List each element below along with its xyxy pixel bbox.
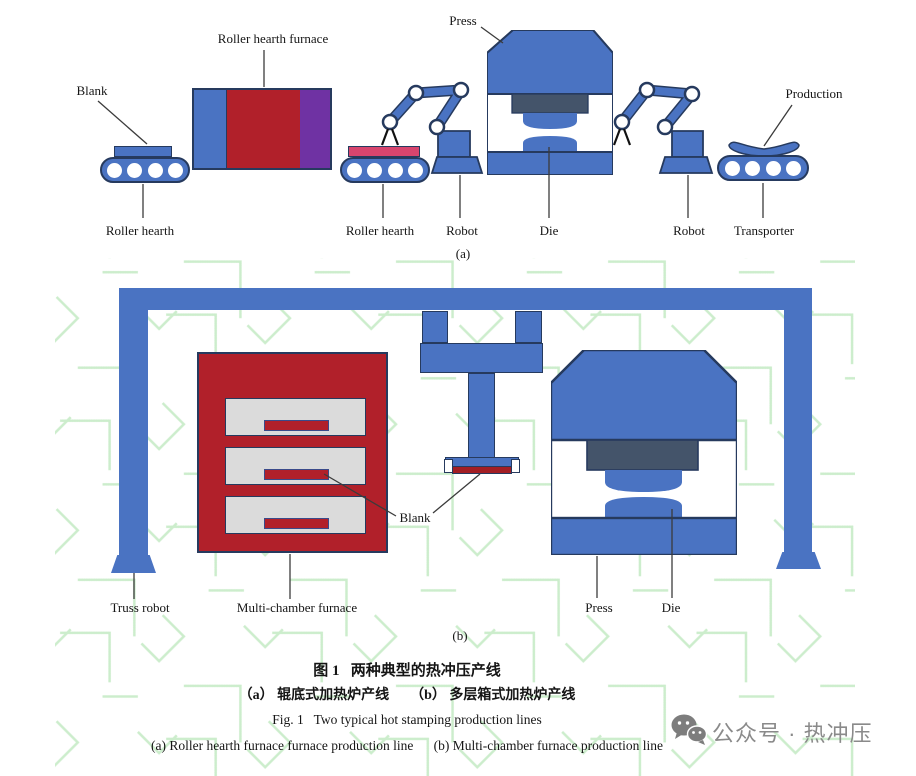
roller-hearth-conveyor-mid [340, 157, 430, 183]
label-press-b: Press [585, 600, 613, 615]
wechat-account-name: 公众号 · 热冲压 [712, 721, 873, 746]
press-bed [551, 516, 737, 555]
press-a [487, 30, 613, 175]
label-blank-b: Blank [399, 510, 431, 525]
upper-die [605, 470, 682, 492]
robot-joint-icons [381, 81, 470, 136]
roller-icon [167, 162, 183, 178]
truss-foot-left [111, 555, 156, 573]
label-robot-right: Robot [673, 223, 705, 238]
roller-icon [347, 162, 363, 178]
lower-die [523, 136, 577, 152]
press-b [551, 350, 737, 555]
truss-rail [119, 288, 812, 310]
label-press-a: Press [449, 13, 477, 28]
roller-icon [107, 162, 123, 178]
roller-icon [127, 162, 143, 178]
blank-sheet-heated [348, 146, 420, 157]
press-bed [487, 151, 613, 175]
label-transporter: Transporter [733, 223, 795, 238]
press-crown [551, 350, 737, 442]
carriage-column [468, 373, 495, 459]
label-roller-hearth-furnace: Roller hearth furnace [217, 31, 329, 46]
gripper-icon [380, 128, 400, 146]
label-die-b: Die [661, 600, 681, 615]
truss-column-right [784, 310, 812, 552]
upper-die-holder [511, 93, 589, 114]
blank-in-chamber [264, 518, 329, 529]
roller-icon [367, 162, 383, 178]
effector-clip-right [511, 459, 520, 473]
furnace-chamber [225, 496, 366, 534]
robot-body [671, 130, 704, 158]
figure-caption-zh-subtitle: （a） 辊底式加热炉产线 （b） 多层箱式加热炉产线 [238, 688, 576, 703]
roller-icon [786, 160, 802, 176]
label-multi-chamber-furnace: Multi-chamber furnace [236, 600, 358, 615]
label-roller-hearth-mid: Roller hearth [345, 223, 415, 238]
robot-joint-icons [613, 81, 701, 136]
carriage-beam [420, 343, 543, 373]
label-production: Production [785, 86, 843, 101]
figure-caption-en-subtitle: (a) Roller hearth furnace furnace produc… [150, 738, 664, 753]
upper-die [523, 113, 577, 129]
blank-in-chamber [264, 420, 329, 431]
robot-arm-left [380, 81, 484, 174]
label-blank-a: Blank [76, 83, 108, 98]
roller-icon [147, 162, 163, 178]
press-crown [487, 30, 613, 95]
wechat-icon [671, 714, 708, 745]
blank-on-effector [452, 466, 512, 474]
robot-body [437, 130, 471, 158]
furnace-entry-zone [194, 90, 226, 168]
upper-die-holder [586, 439, 699, 471]
furnace-chamber [225, 447, 366, 485]
roller-icon [765, 160, 781, 176]
furnace-heating-zone [226, 90, 302, 168]
label-roller-hearth-left: Roller hearth [105, 223, 175, 238]
label-die-a: Die [539, 223, 559, 238]
roller-icon [745, 160, 761, 176]
robot-base [430, 156, 484, 174]
truss-column-left [119, 310, 148, 555]
blank-sheet-cold [114, 146, 172, 157]
label-robot-left: Robot [446, 223, 478, 238]
roller-icon [387, 162, 403, 178]
blank-in-chamber [264, 469, 329, 480]
figure-caption-zh-title: 图 1 两种典型的热冲压产线 [313, 663, 501, 679]
label-truss-robot: Truss robot [110, 600, 170, 615]
roller-icon [724, 160, 740, 176]
carriage-grip-left [422, 311, 448, 343]
roller-hearth-furnace [192, 88, 332, 170]
furnace-exit-zone [300, 90, 330, 168]
transporter-conveyor [717, 155, 809, 181]
robot-base [658, 156, 714, 174]
gripper-icon [612, 128, 632, 146]
figure-caption-en-title: Fig. 1 Two typical hot stamping producti… [272, 712, 542, 727]
roller-hearth-conveyor-left [100, 157, 190, 183]
truss-foot-right [776, 552, 821, 569]
lower-die [605, 497, 682, 518]
multi-chamber-furnace [197, 352, 388, 553]
effector-clip-left [444, 459, 453, 473]
panel-a-tag: (a) [455, 246, 471, 261]
furnace-chamber [225, 398, 366, 436]
carriage-grip-right [515, 311, 542, 343]
panel-b-tag: (b) [452, 628, 468, 643]
roller-icon [407, 162, 423, 178]
robot-arm-right [612, 81, 714, 174]
